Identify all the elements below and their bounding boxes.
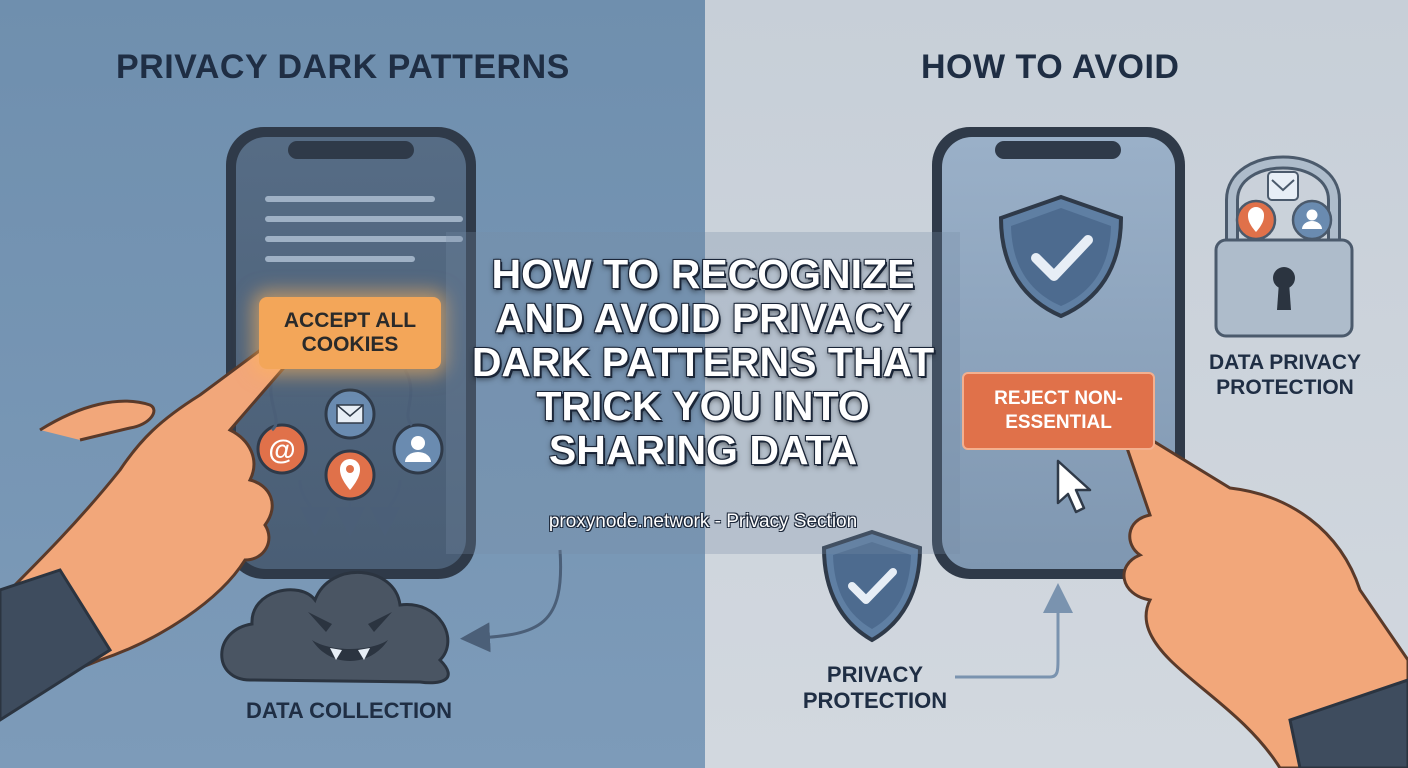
right-hand bbox=[1118, 426, 1408, 768]
right-panel-heading: HOW TO AVOID bbox=[921, 48, 1180, 86]
user-icon bbox=[392, 423, 444, 475]
flow-arrow bbox=[298, 479, 330, 537]
padlock-icon bbox=[1214, 155, 1354, 338]
flow-arrow bbox=[403, 369, 414, 427]
shield-check-icon bbox=[821, 529, 923, 643]
flow-arrow bbox=[370, 479, 402, 537]
data-collection-label: DATA COLLECTION bbox=[245, 698, 453, 723]
shield-check-icon bbox=[998, 194, 1124, 319]
left-hand bbox=[0, 338, 293, 722]
envelope-icon bbox=[324, 388, 376, 440]
title-overlay bbox=[446, 232, 960, 554]
privacy-protection-label: PRIVACY PROTECTION bbox=[802, 662, 948, 713]
main-title: HOW TO RECOGNIZE AND AVOID PRIVACY DARK … bbox=[471, 251, 935, 473]
flow-arrow bbox=[460, 549, 563, 653]
svg-text:@: @ bbox=[268, 434, 295, 465]
reject-button-label: REJECT NON-ESSENTIAL bbox=[994, 388, 1123, 433]
data-privacy-protection-label: DATA PRIVACY PROTECTION bbox=[1208, 351, 1362, 399]
left-panel-heading: PRIVACY DARK PATTERNS bbox=[116, 48, 570, 86]
at-icon: @ bbox=[256, 423, 308, 475]
source-subtitle: proxynode.network - Privacy Section bbox=[548, 511, 858, 532]
reject-non-essential-button[interactable]: REJECT NON-ESSENTIAL bbox=[962, 372, 1155, 450]
right-phone bbox=[932, 127, 1185, 579]
flow-arrow bbox=[955, 583, 1073, 679]
evil-cloud-icon bbox=[220, 570, 450, 685]
location-pin-icon bbox=[324, 449, 376, 501]
accept-all-cookies-button[interactable]: ACCEPT ALL COOKIES bbox=[259, 297, 441, 369]
cursor-arrow-icon bbox=[1056, 459, 1092, 514]
accept-button-label: ACCEPT ALL COOKIES bbox=[283, 309, 417, 356]
